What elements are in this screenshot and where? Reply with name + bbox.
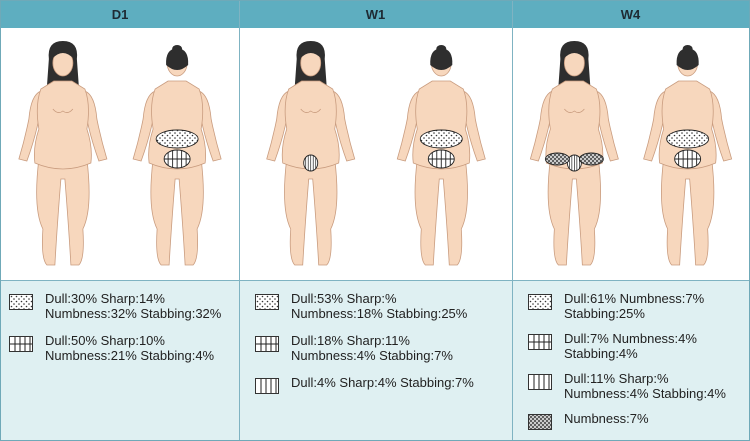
vertical-lines-pain-region — [303, 154, 319, 172]
front-body-figure — [266, 41, 356, 266]
vertical-lines-pattern-swatch — [255, 378, 279, 394]
dots-pattern-swatch — [9, 294, 33, 310]
column-divider — [512, 1, 513, 440]
body-figures-svg — [529, 41, 733, 266]
dots-pain-region — [155, 129, 199, 149]
legend-line: Dull:4% Sharp:4% Stabbing:7% — [291, 375, 474, 390]
header-row: D1 W1 W4 — [1, 1, 749, 28]
back-body-figure — [643, 45, 733, 266]
legend-line: Numbness:32% Stabbing:32% — [45, 306, 222, 321]
legend-line: Dull:11% Sharp:% — [564, 371, 669, 386]
legend-line: Numbness:21% Stabbing:4% — [45, 348, 215, 363]
legend-line: Dull:61% Numbness:7% — [564, 291, 705, 306]
grid-pattern-swatch — [528, 334, 552, 350]
legend-line: Dull:53% Sharp:% — [291, 291, 397, 306]
grid-pattern-swatch — [9, 336, 33, 352]
legend-w1: Dull:53% Sharp:%Numbness:18% Stabbing:25… — [247, 281, 512, 440]
vertical-lines-pattern-swatch — [528, 374, 552, 390]
legend-line: Numbness:7% — [564, 411, 649, 426]
grid-pattern-swatch — [255, 336, 279, 352]
crosshatch-pain-region — [544, 152, 570, 166]
body-figures-svg — [266, 41, 486, 266]
figures-w1 — [240, 29, 512, 280]
legend-line: Numbness:4% Stabbing:4% — [564, 386, 726, 401]
grid-pain-region — [674, 149, 702, 169]
header-d1: D1 — [111, 7, 129, 22]
legend-w4: Dull:61% Numbness:7%Stabbing:25% Dull:7%… — [520, 281, 749, 440]
legend-line: Dull:7% Numbness:4% — [564, 331, 697, 346]
front-body-figure — [18, 41, 108, 266]
column-divider — [239, 1, 240, 440]
legend-line: Stabbing:4% — [564, 346, 638, 361]
legend-line: Dull:50% Sharp:10% — [45, 333, 165, 348]
legend-line: Numbness:18% Stabbing:25% — [291, 306, 468, 321]
row-divider — [1, 280, 749, 281]
legend-line: Dull:30% Sharp:14% — [45, 291, 165, 306]
body-figures-svg — [18, 41, 222, 266]
front-body-figure — [529, 41, 619, 266]
back-body-figure — [396, 45, 486, 266]
dots-pain-region — [666, 129, 710, 149]
dots-pattern-swatch — [255, 294, 279, 310]
back-body-figure — [132, 45, 222, 266]
legend-line: Dull:18% Sharp:11% — [291, 333, 410, 348]
figures-w4 — [513, 29, 749, 280]
dots-pain-region — [419, 129, 463, 149]
header-w4: W4 — [620, 7, 641, 22]
grid-pain-region — [163, 149, 191, 169]
crosshatch-pain-region — [578, 152, 604, 166]
figures-d1 — [1, 29, 239, 280]
legend-line: Numbness:4% Stabbing:7% — [291, 348, 453, 363]
legend-band — [1, 281, 749, 440]
grid-pain-region — [427, 149, 455, 169]
legend-d1: Dull:30% Sharp:14%Numbness:32% Stabbing:… — [1, 281, 239, 440]
dots-pattern-swatch — [528, 294, 552, 310]
header-w1: W1 — [365, 7, 386, 22]
crosshatch-pattern-swatch — [528, 414, 552, 430]
legend-line: Stabbing:25% — [564, 306, 645, 321]
vertical-lines-pain-region — [566, 154, 582, 172]
